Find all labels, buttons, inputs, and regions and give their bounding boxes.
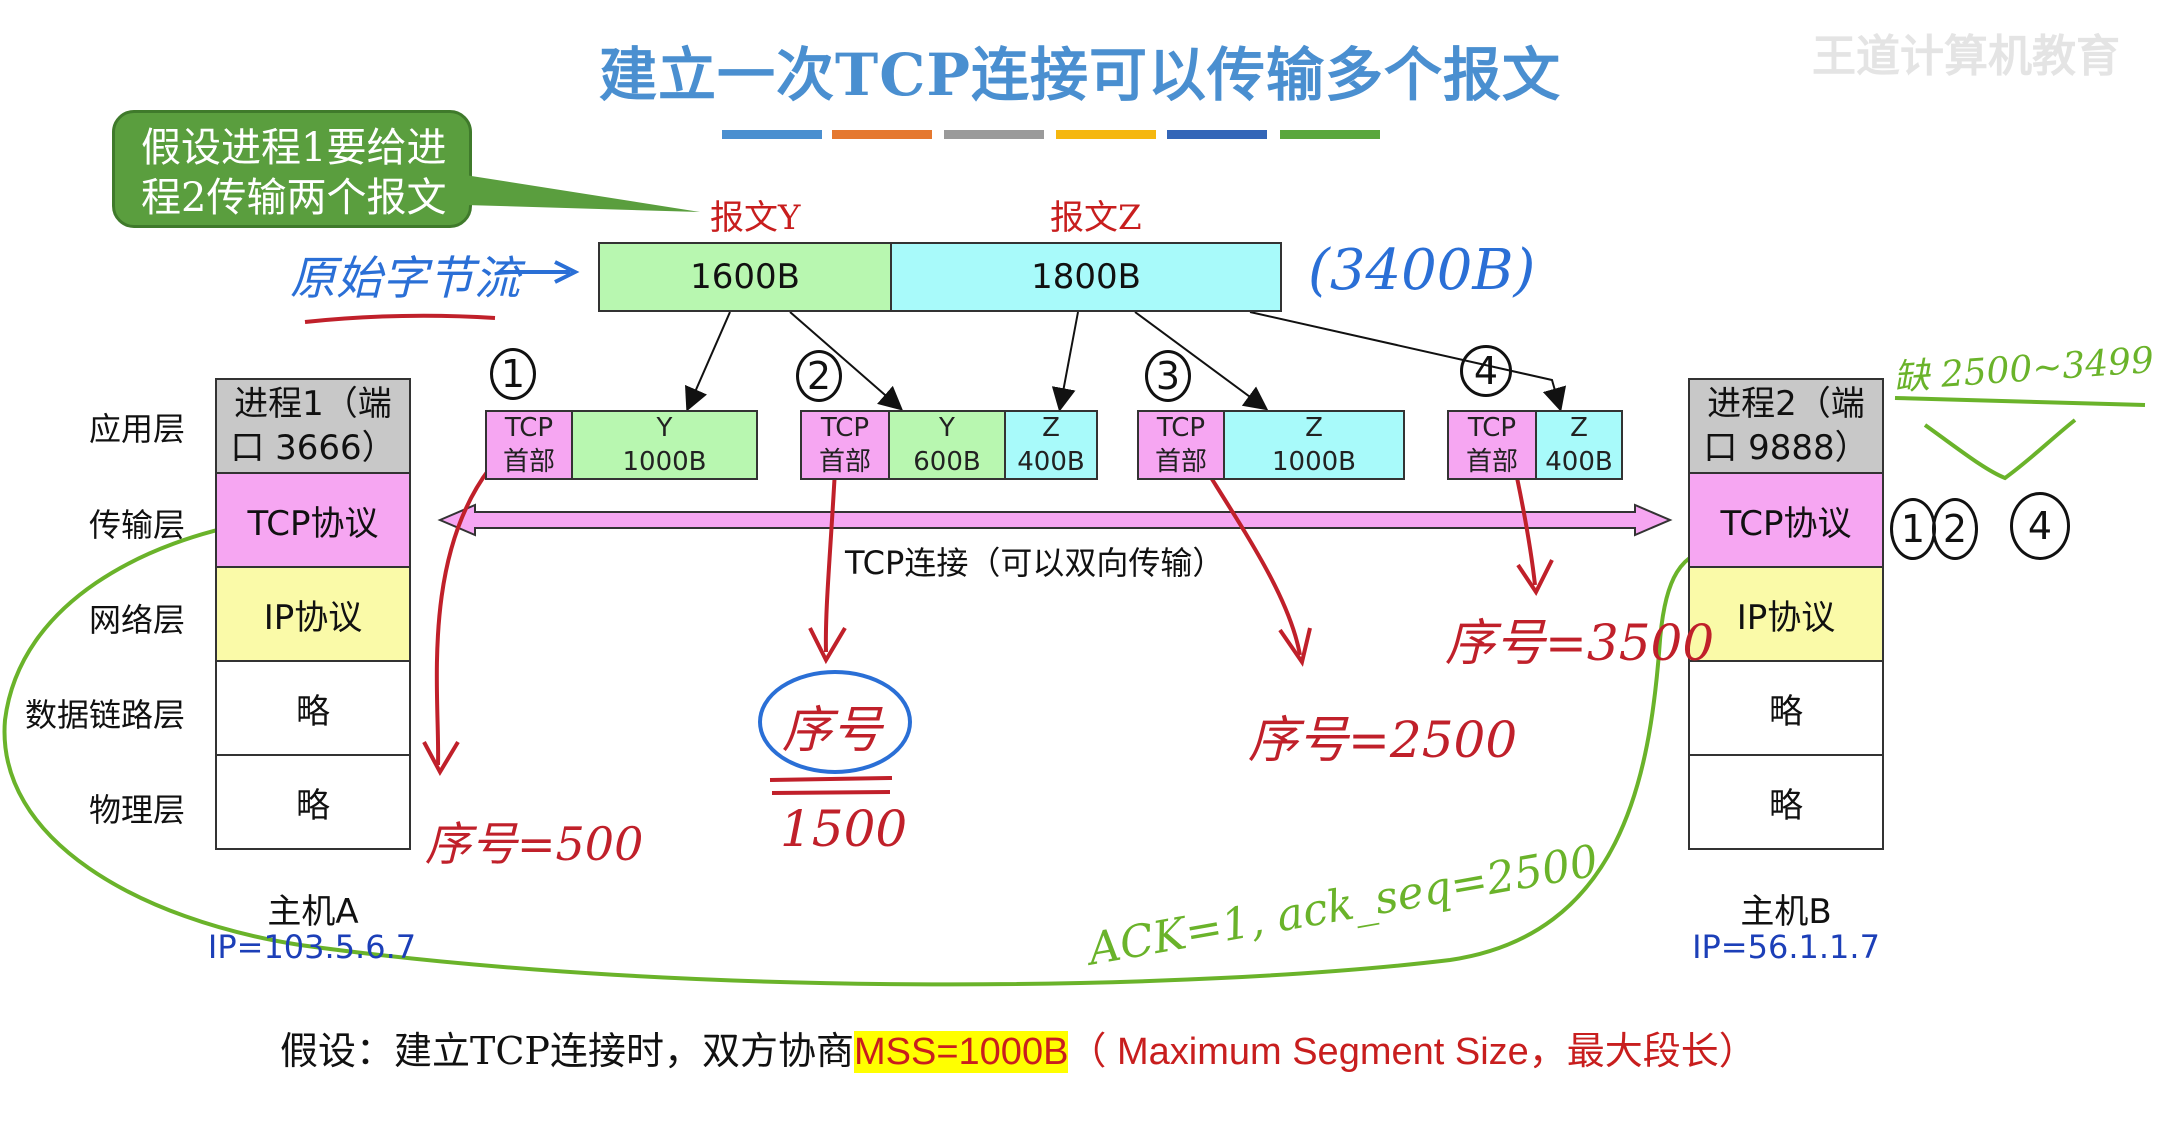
color-bar-5 (1167, 130, 1267, 139)
green-underline (1894, 396, 2146, 407)
seq4-note: 序号=3500 (1445, 614, 1715, 672)
layer-application: 应用层 (88, 410, 185, 448)
hostA-datalink: 略 (215, 660, 411, 756)
hostA-name: 主机A (267, 892, 359, 932)
stream-total: (3400B) (1308, 238, 1536, 303)
seq3-note: 序号=2500 (1248, 711, 1518, 769)
hostB-ip: IP协议 (1688, 566, 1884, 662)
hostB-name: 主机B (1740, 892, 1832, 932)
stream-z-size: 1800B (1031, 257, 1141, 297)
message-z-label: 报文Z (1050, 198, 1142, 238)
color-bar-6 (1280, 130, 1380, 139)
seg2-number: 2 (796, 350, 842, 402)
seq2-underline-2 (771, 790, 891, 795)
arrow-z-to-seg4 (1249, 311, 1567, 412)
seq2-value: 1500 (780, 800, 908, 858)
message-y-label: 报文Y (710, 198, 801, 238)
seg4-number: 4 (1460, 345, 1512, 397)
color-bar-3 (944, 130, 1044, 139)
color-bar-2 (832, 130, 932, 139)
raw-stream-underline (304, 313, 496, 324)
layer-physical: 物理层 (88, 791, 185, 829)
seq2-underline-1 (769, 776, 893, 782)
stream-z: 1800B (890, 242, 1282, 312)
seq2-circle (758, 670, 912, 774)
tcp-connection-arrow (437, 503, 1673, 537)
layer-network: 网络层 (88, 601, 185, 639)
green-loop (2, 520, 1721, 987)
seg3-number: 3 (1145, 350, 1191, 402)
red-arrow-3 (1203, 466, 1302, 656)
arrow-y-to-seg1 (685, 311, 731, 412)
raw-stream-label: 原始字节流 (290, 251, 520, 305)
arrow-z-to-seg3 (1134, 311, 1269, 411)
note-mss: MSS=1000B (854, 1031, 1069, 1073)
received-4: 4 (2010, 492, 2070, 560)
hostA-ip: IP协议 (215, 566, 411, 662)
stream-y: 1600B (598, 242, 892, 312)
assumption-note: 假设：建立TCP连接时，双方协商MSS=1000B（ Maximum Segme… (280, 1020, 1757, 1075)
hostB-process: 进程2（端口 9888） (1688, 378, 1884, 474)
hostA-physical: 略 (215, 754, 411, 850)
color-bar-1 (722, 130, 822, 139)
layer-transport: 传输层 (88, 506, 185, 544)
callout-pointer (465, 175, 700, 212)
hostA-ip-address: IP=103.5.6.7 (207, 928, 417, 966)
note-suffix: （ Maximum Segment Size，最大段长） (1068, 1031, 1757, 1073)
layer-datalink: 数据链路层 (24, 696, 185, 734)
tcp-connection-label: TCP连接（可以双向传输） (845, 544, 1225, 582)
green-check (1923, 418, 2077, 481)
hostA-process: 进程1（端口 3666） (215, 378, 411, 474)
hostB-datalink: 略 (1688, 660, 1884, 756)
arrow-z-to-seg2 (1051, 311, 1079, 412)
hostA-tcp: TCP协议 (215, 472, 411, 568)
watermark: 王道计算机教育 (1812, 31, 2120, 82)
red-arrow-2 (823, 469, 837, 653)
red-arrow-1 (434, 466, 492, 766)
callout-box: 假设进程1要给进 程2传输两个报文 (112, 110, 472, 228)
page-title: 建立一次TCP连接可以传输多个报文 (599, 41, 1561, 109)
callout-line-2: 程2传输两个报文 (141, 175, 447, 221)
seq1-note: 序号=500 (425, 817, 644, 871)
received-1: 1 (1890, 498, 1936, 560)
received-2: 2 (1932, 498, 1978, 560)
hostB-physical: 略 (1688, 754, 1884, 850)
arrow-y-to-seg2 (789, 311, 904, 411)
callout-line-1: 假设进程1要给进 (141, 125, 447, 171)
note-prefix: 假设：建立TCP连接时，双方协商 (280, 1029, 854, 1073)
hostB-ip-address: IP=56.1.1.7 (1692, 928, 1880, 966)
hostB-tcp: TCP协议 (1688, 472, 1884, 568)
seq2-label: 序号 (782, 701, 882, 759)
color-bar-4 (1056, 130, 1156, 139)
stream-y-size: 1600B (690, 257, 800, 297)
seg1-number: 1 (490, 348, 536, 400)
